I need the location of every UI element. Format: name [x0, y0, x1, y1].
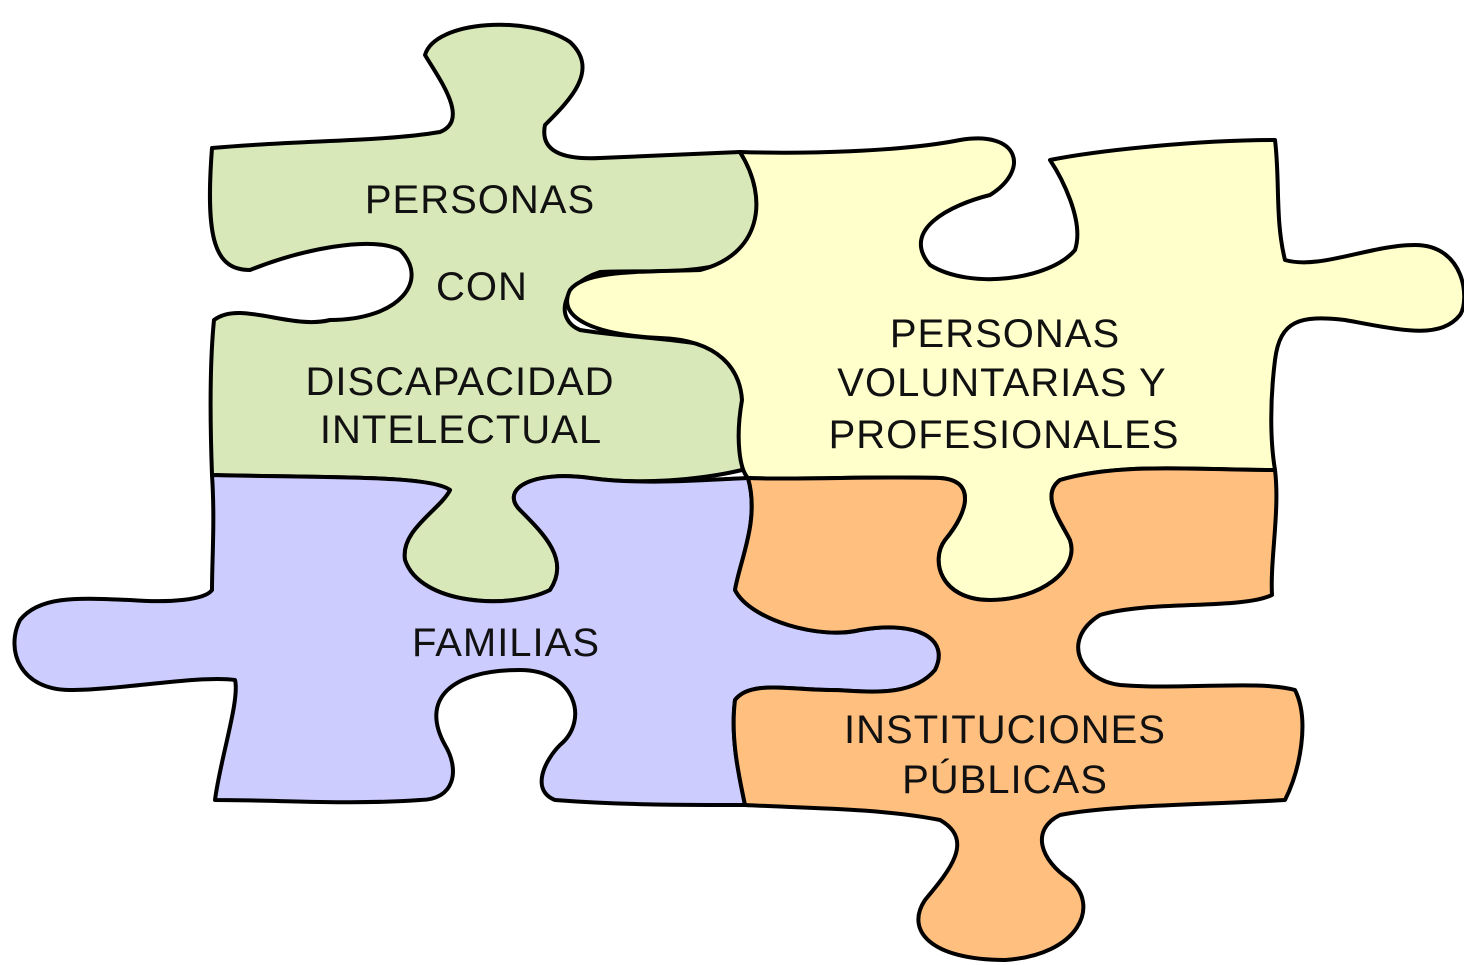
label-voluntarias: VOLUNTARIAS Y — [837, 361, 1166, 405]
label-intelectual: INTELECTUAL — [320, 408, 602, 452]
label-personas-1: PERSONAS — [365, 178, 595, 222]
label-familias: FAMILIAS — [412, 621, 600, 665]
label-publicas: PÚBLICAS — [902, 757, 1108, 802]
puzzle-piece-personas-con-discapacidad — [207, 22, 761, 604]
label-instituciones: INSTITUCIONES — [844, 708, 1166, 752]
label-personas-2: PERSONAS — [890, 312, 1120, 356]
label-con: CON — [436, 265, 528, 309]
puzzle-piece-instituciones-publicas — [731, 466, 1305, 962]
puzzle-piece-voluntarias-profesionales — [565, 136, 1464, 602]
label-discapacidad: DISCAPACIDAD — [305, 360, 614, 404]
label-profesionales: PROFESIONALES — [829, 413, 1180, 457]
